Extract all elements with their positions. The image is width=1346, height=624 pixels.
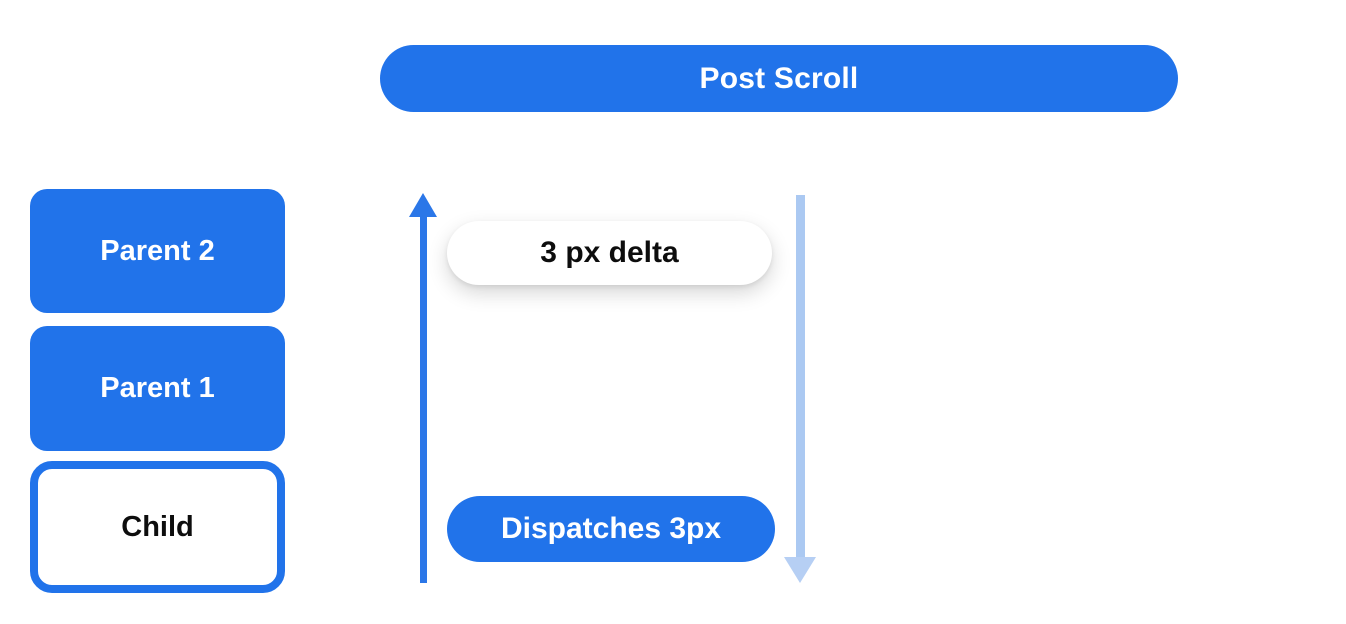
- node-parent-1-label: Parent 1: [100, 372, 215, 404]
- downward-arrow-shaft: [796, 195, 805, 559]
- delta-annotation-label: 3 px delta: [540, 236, 679, 269]
- node-parent-2-label: Parent 2: [100, 234, 215, 267]
- downward-arrow-head-icon: [784, 557, 816, 583]
- node-parent-1: Parent 1: [30, 326, 285, 451]
- delta-annotation-pill: 3 px delta: [447, 221, 772, 285]
- node-child-label: Child: [121, 510, 194, 543]
- node-parent-2: Parent 2: [30, 189, 285, 313]
- dispatch-annotation-pill: Dispatches 3px: [447, 496, 775, 562]
- dispatch-annotation-label: Dispatches 3px: [500, 512, 722, 545]
- upward-arrow-head-icon: [409, 193, 437, 217]
- post-scroll-label: Post Scroll: [699, 61, 859, 95]
- post-scroll-header: Post Scroll: [380, 45, 1178, 112]
- node-child: Child: [30, 461, 285, 593]
- upward-arrow-shaft: [420, 214, 427, 583]
